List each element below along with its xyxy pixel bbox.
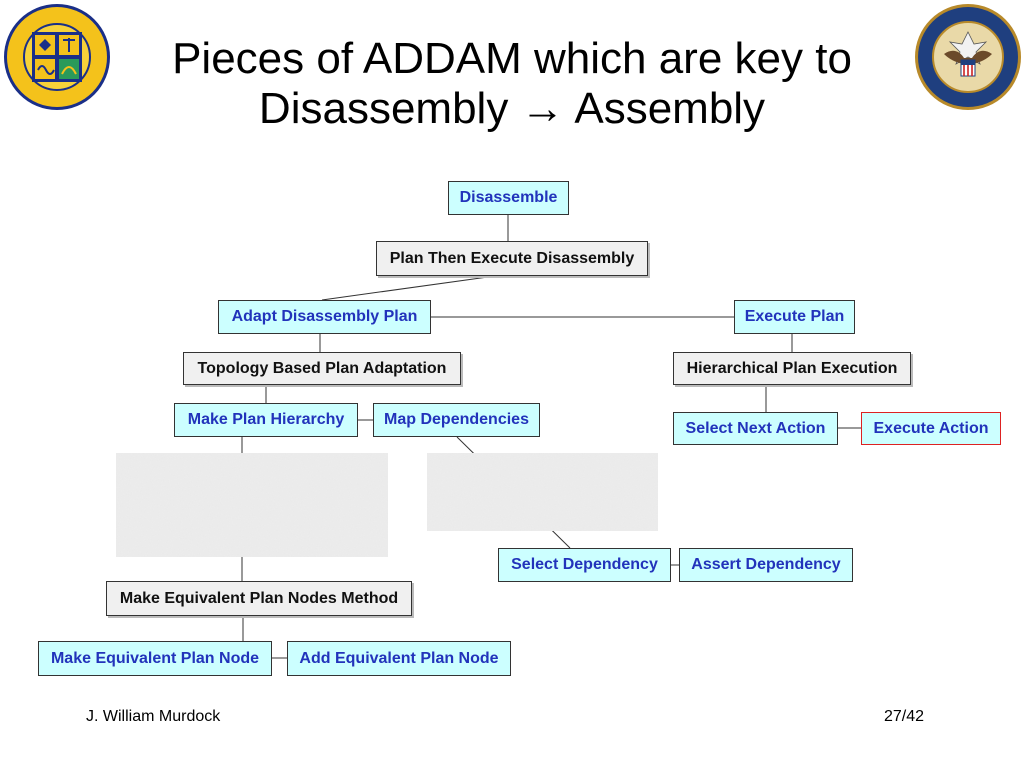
node-hierarchical-plan-execution: Hierarchical Plan Execution	[673, 352, 911, 385]
node-make-equivalent-plan-nodes-method: Make Equivalent Plan Nodes Method	[106, 581, 412, 616]
obscured-region-right	[427, 453, 658, 531]
dept-navy-seal-logo	[915, 4, 1021, 110]
arrow-symbol: →	[520, 84, 565, 133]
node-make-plan-hierarchy: Make Plan Hierarchy	[174, 403, 358, 437]
footer-page-number: 27/42	[884, 708, 925, 725]
node-assert-dependency: Assert Dependency	[679, 548, 853, 582]
node-execute-plan: Execute Plan	[734, 300, 855, 334]
title-line-2: Disassembly → Assembly	[0, 84, 1024, 134]
node-make-equivalent-plan-node: Make Equivalent Plan Node	[38, 641, 272, 676]
slide-title: Pieces of ADDAM which are key to Disasse…	[0, 34, 1024, 134]
node-disassemble: Disassemble	[448, 181, 569, 215]
obscured-region-left	[116, 453, 388, 557]
node-select-next-action: Select Next Action	[673, 412, 838, 445]
title-line-2-part2: Assembly	[564, 84, 766, 133]
title-line-1: Pieces of ADDAM which are key to	[172, 34, 852, 83]
node-map-dependencies: Map Dependencies	[373, 403, 540, 437]
connector	[321, 275, 496, 301]
node-topology-based-plan-adaptation: Topology Based Plan Adaptation	[183, 352, 461, 385]
node-execute-action: Execute Action	[861, 412, 1001, 445]
node-plan-then-execute-disassembly: Plan Then Execute Disassembly	[376, 241, 648, 276]
footer-author: J. William Murdock	[86, 708, 221, 725]
nrl-seal-logo	[4, 4, 110, 110]
title-line-2-part1: Disassembly	[258, 84, 521, 133]
node-adapt-disassembly-plan: Adapt Disassembly Plan	[218, 300, 431, 334]
node-add-equivalent-plan-node: Add Equivalent Plan Node	[287, 641, 511, 676]
node-select-dependency: Select Dependency	[498, 548, 671, 582]
